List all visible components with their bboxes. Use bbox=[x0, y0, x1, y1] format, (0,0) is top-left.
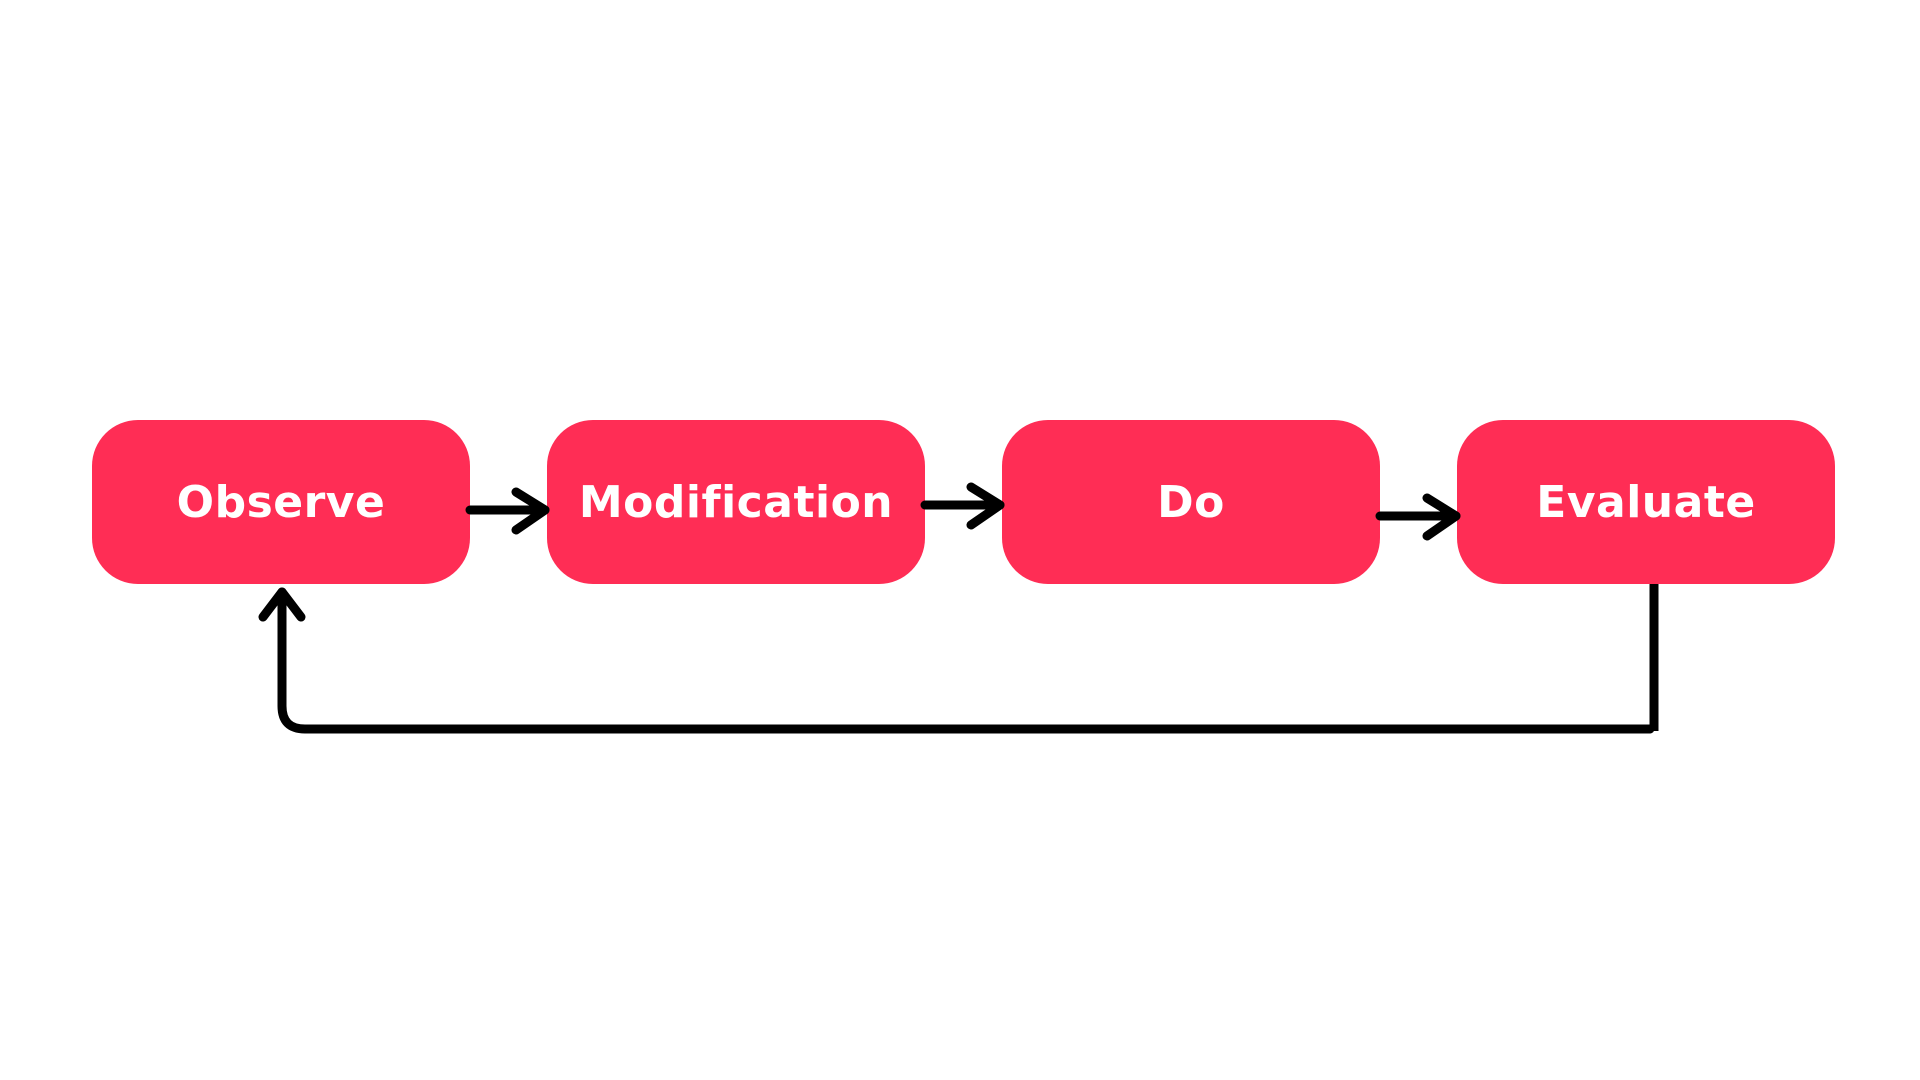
node-evaluate: Evaluate bbox=[1457, 420, 1835, 584]
node-modification: Modification bbox=[547, 420, 925, 584]
arrow-do-to-evaluate bbox=[1375, 493, 1461, 541]
node-do-label: Do bbox=[1157, 476, 1225, 528]
node-modification-label: Modification bbox=[578, 476, 894, 528]
arrow-modification-to-do bbox=[920, 482, 1005, 530]
node-observe: Observe bbox=[92, 420, 470, 584]
node-evaluate-label: Evaluate bbox=[1536, 476, 1756, 528]
node-do: Do bbox=[1002, 420, 1380, 584]
arrow-evaluate-to-observe bbox=[258, 584, 1659, 734]
node-observe-label: Observe bbox=[176, 476, 386, 528]
arrow-observe-to-modification bbox=[465, 487, 550, 535]
